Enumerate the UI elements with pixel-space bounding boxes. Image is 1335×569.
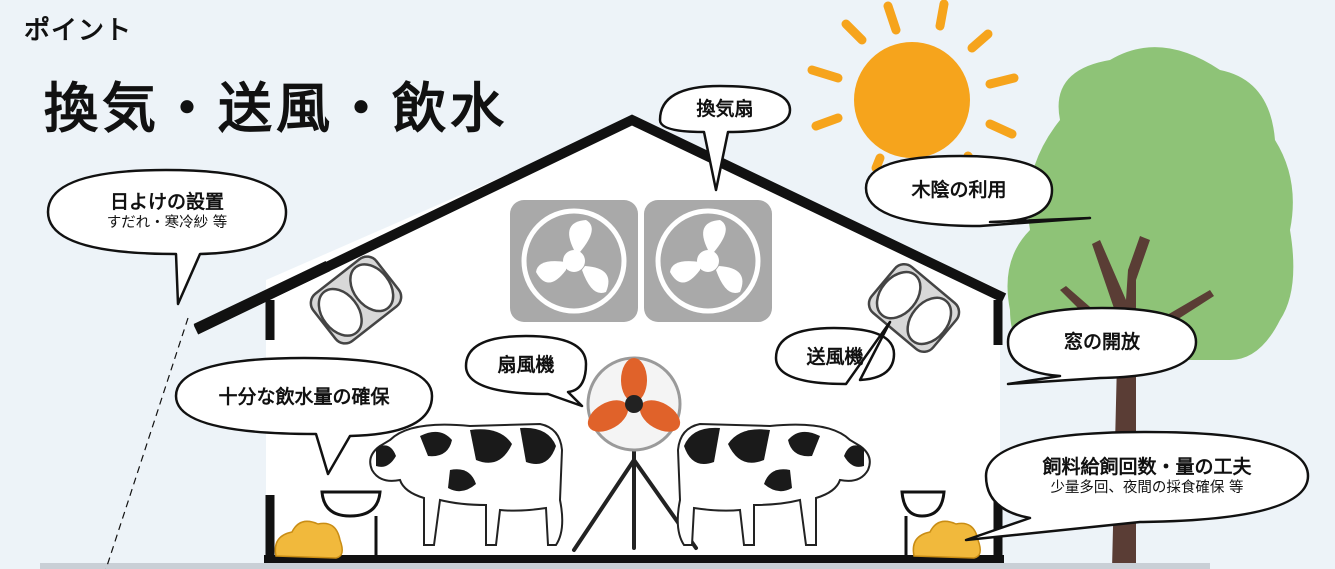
callout-window-opening-label: 窓の開放	[1063, 330, 1140, 353]
callout-blower-label: 送風機	[806, 345, 864, 368]
ventilation-fan-icon	[510, 200, 772, 322]
callout-sunshade-sub: すだれ・寒冷紗 等	[106, 214, 228, 231]
callout-ventilation-fan-label: 換気扇	[696, 97, 754, 120]
hay-icon	[274, 520, 981, 559]
callout-tree-shade: 木陰の利用	[866, 158, 1052, 222]
water-trough-icon	[320, 490, 946, 560]
callout-sunshade: 日よけの設置 すだれ・寒冷紗 等	[48, 176, 286, 248]
speech-bubbles	[46, 84, 1310, 542]
callout-window-opening: 窓の開放	[1008, 310, 1196, 374]
callout-sunshade-title: 日よけの設置	[109, 191, 224, 214]
cow-icon	[369, 422, 871, 546]
callout-electric-fan-label: 扇風機	[497, 353, 555, 376]
callout-blower: 送風機	[776, 332, 894, 382]
callout-feeding: 飼料給飼回数・量の工夫 少量多回、夜間の採食確保 等	[986, 438, 1308, 516]
callout-electric-fan: 扇風機	[466, 340, 586, 390]
electric-fan-icon	[572, 356, 698, 552]
callout-feeding-sub: 少量多回、夜間の採食確保 等	[1050, 479, 1244, 496]
callout-water-supply: 十分な飲水量の確保	[176, 362, 432, 432]
callout-ventilation-fan: 換気扇	[660, 88, 790, 130]
callout-water-supply-label: 十分な飲水量の確保	[218, 385, 390, 408]
blower-icon	[309, 255, 961, 354]
point-label: ポイント	[24, 16, 133, 46]
callout-feeding-title: 飼料給飼回数・量の工夫	[1042, 456, 1252, 479]
callout-tree-shade-label: 木陰の利用	[911, 178, 1007, 201]
page-title: 換気・送風・飲水	[44, 77, 508, 140]
sunshade-line	[105, 317, 189, 569]
